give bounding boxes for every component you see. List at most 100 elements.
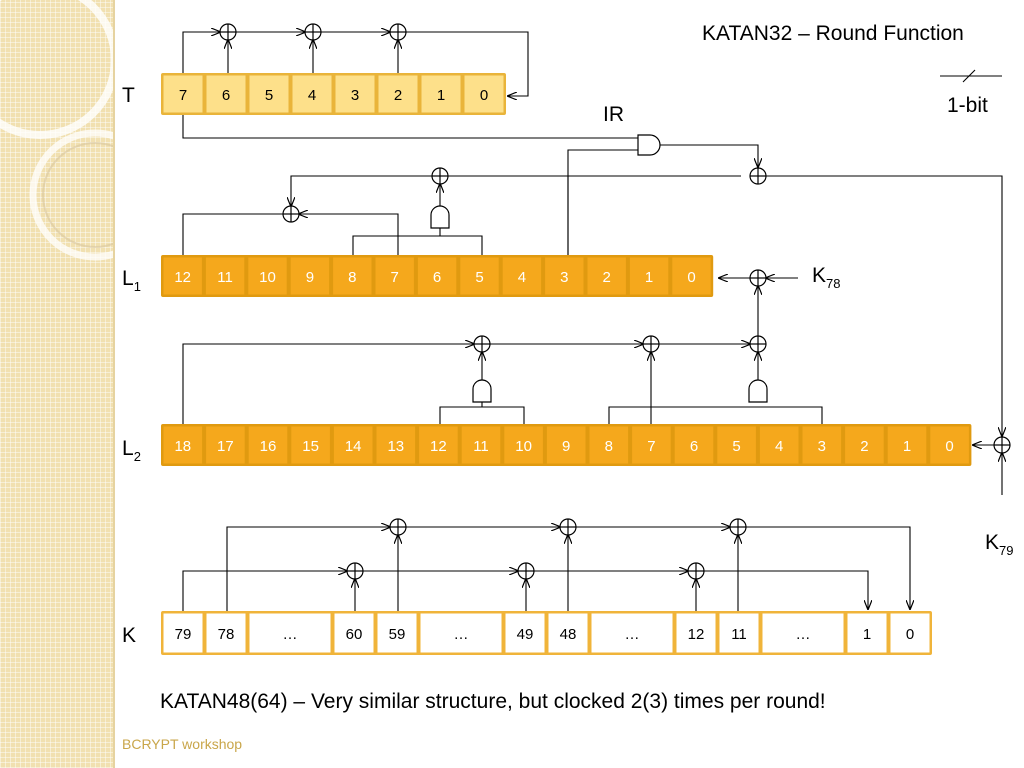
register-cell — [290, 425, 331, 465]
register-cell — [628, 256, 670, 296]
cell-value: 8 — [605, 438, 613, 455]
xor-icon — [729, 518, 747, 536]
register-cell — [588, 425, 630, 465]
cell-value: 15 — [302, 438, 319, 455]
xor-icon — [431, 167, 449, 185]
register-cell — [675, 612, 717, 654]
register-cell — [205, 612, 247, 654]
legend-slash — [962, 69, 976, 83]
register-label: L1 — [122, 267, 141, 294]
register-cell — [332, 256, 373, 296]
register-cell — [929, 425, 970, 465]
cell-value: 78 — [218, 626, 235, 643]
register-cell — [332, 425, 374, 465]
register-cell — [418, 425, 459, 465]
wire — [567, 149, 638, 257]
xor-icon — [517, 562, 535, 580]
key-label-k79: K79 — [985, 531, 1013, 558]
cell-value: 10 — [515, 438, 532, 455]
cell-value: 3 — [560, 269, 568, 286]
register-cell — [204, 256, 246, 296]
cell-value: 48 — [560, 626, 577, 643]
register-cell — [547, 612, 589, 654]
cell-value: 12 — [430, 438, 447, 455]
xor-icon — [993, 436, 1011, 454]
register-cell — [333, 612, 375, 654]
cell-value: 2 — [603, 269, 611, 286]
register-cell — [671, 256, 712, 296]
cell-value: 2 — [394, 87, 402, 104]
cell-value: 5 — [732, 438, 740, 455]
register-cell — [248, 74, 290, 114]
xor-icon — [219, 23, 237, 41]
cell-value: 7 — [647, 438, 655, 455]
xor-icon — [473, 335, 491, 353]
cell-value: 17 — [217, 438, 234, 455]
cell-value: 8 — [348, 269, 356, 286]
register-cell — [162, 612, 204, 654]
key-label-k78: K78 — [812, 264, 840, 291]
cell-value: 6 — [690, 438, 698, 455]
register-label: K — [122, 624, 136, 647]
cell-value: 0 — [480, 87, 488, 104]
register-cell — [844, 425, 885, 465]
cell-value: 4 — [308, 87, 316, 104]
wire — [182, 113, 638, 139]
cell-value: … — [625, 626, 640, 643]
register-cell — [375, 425, 417, 465]
register-cell — [761, 612, 845, 654]
register-cell — [673, 425, 715, 465]
register-cell — [459, 256, 500, 296]
cell-value: 13 — [387, 438, 404, 455]
cell-value: 3 — [351, 87, 359, 104]
register-cell — [162, 425, 204, 465]
ir-label: IR — [603, 103, 624, 126]
cell-value: 9 — [306, 269, 314, 286]
cell-value: 0 — [945, 438, 953, 455]
register-cell — [162, 74, 204, 114]
wire — [291, 175, 432, 206]
register-cell — [377, 74, 419, 114]
cell-value: 7 — [179, 87, 187, 104]
cell-value: 11 — [217, 269, 233, 286]
slide-title: KATAN32 – Round Function — [702, 22, 964, 45]
xor-icon — [687, 562, 705, 580]
register-cell — [758, 425, 800, 465]
wire — [182, 32, 220, 75]
xor-icon — [389, 518, 407, 536]
footer-note: KATAN48(64) – Very similar structure, bu… — [160, 690, 826, 713]
register-cell — [631, 425, 672, 465]
cell-value: 5 — [265, 87, 273, 104]
cell-value: 16 — [260, 438, 277, 455]
decorative-sidebar — [0, 0, 115, 768]
cell-value: 5 — [475, 269, 483, 286]
register-label: L2 — [122, 437, 141, 464]
cell-value: … — [796, 626, 811, 643]
xor-icon — [749, 167, 767, 185]
logic-gates — [219, 23, 1011, 580]
cell-value: … — [454, 626, 469, 643]
register-cell — [716, 425, 757, 465]
register-cell — [291, 74, 333, 114]
register-cell — [289, 256, 331, 296]
cell-value: 12 — [174, 269, 191, 286]
cell-value: 0 — [906, 626, 914, 643]
register-cell — [334, 74, 376, 114]
cell-value: 4 — [518, 269, 526, 286]
cell-value: 12 — [688, 626, 705, 643]
register-cell — [503, 425, 544, 465]
register-label: T — [122, 84, 135, 107]
wire — [704, 570, 868, 609]
register-cell — [374, 256, 415, 296]
and-gate-icon — [637, 134, 661, 156]
register-cell — [545, 425, 587, 465]
cell-value: 2 — [860, 438, 868, 455]
xor-icon — [749, 335, 767, 353]
cell-value: 11 — [473, 438, 489, 455]
register-cell — [501, 256, 543, 296]
